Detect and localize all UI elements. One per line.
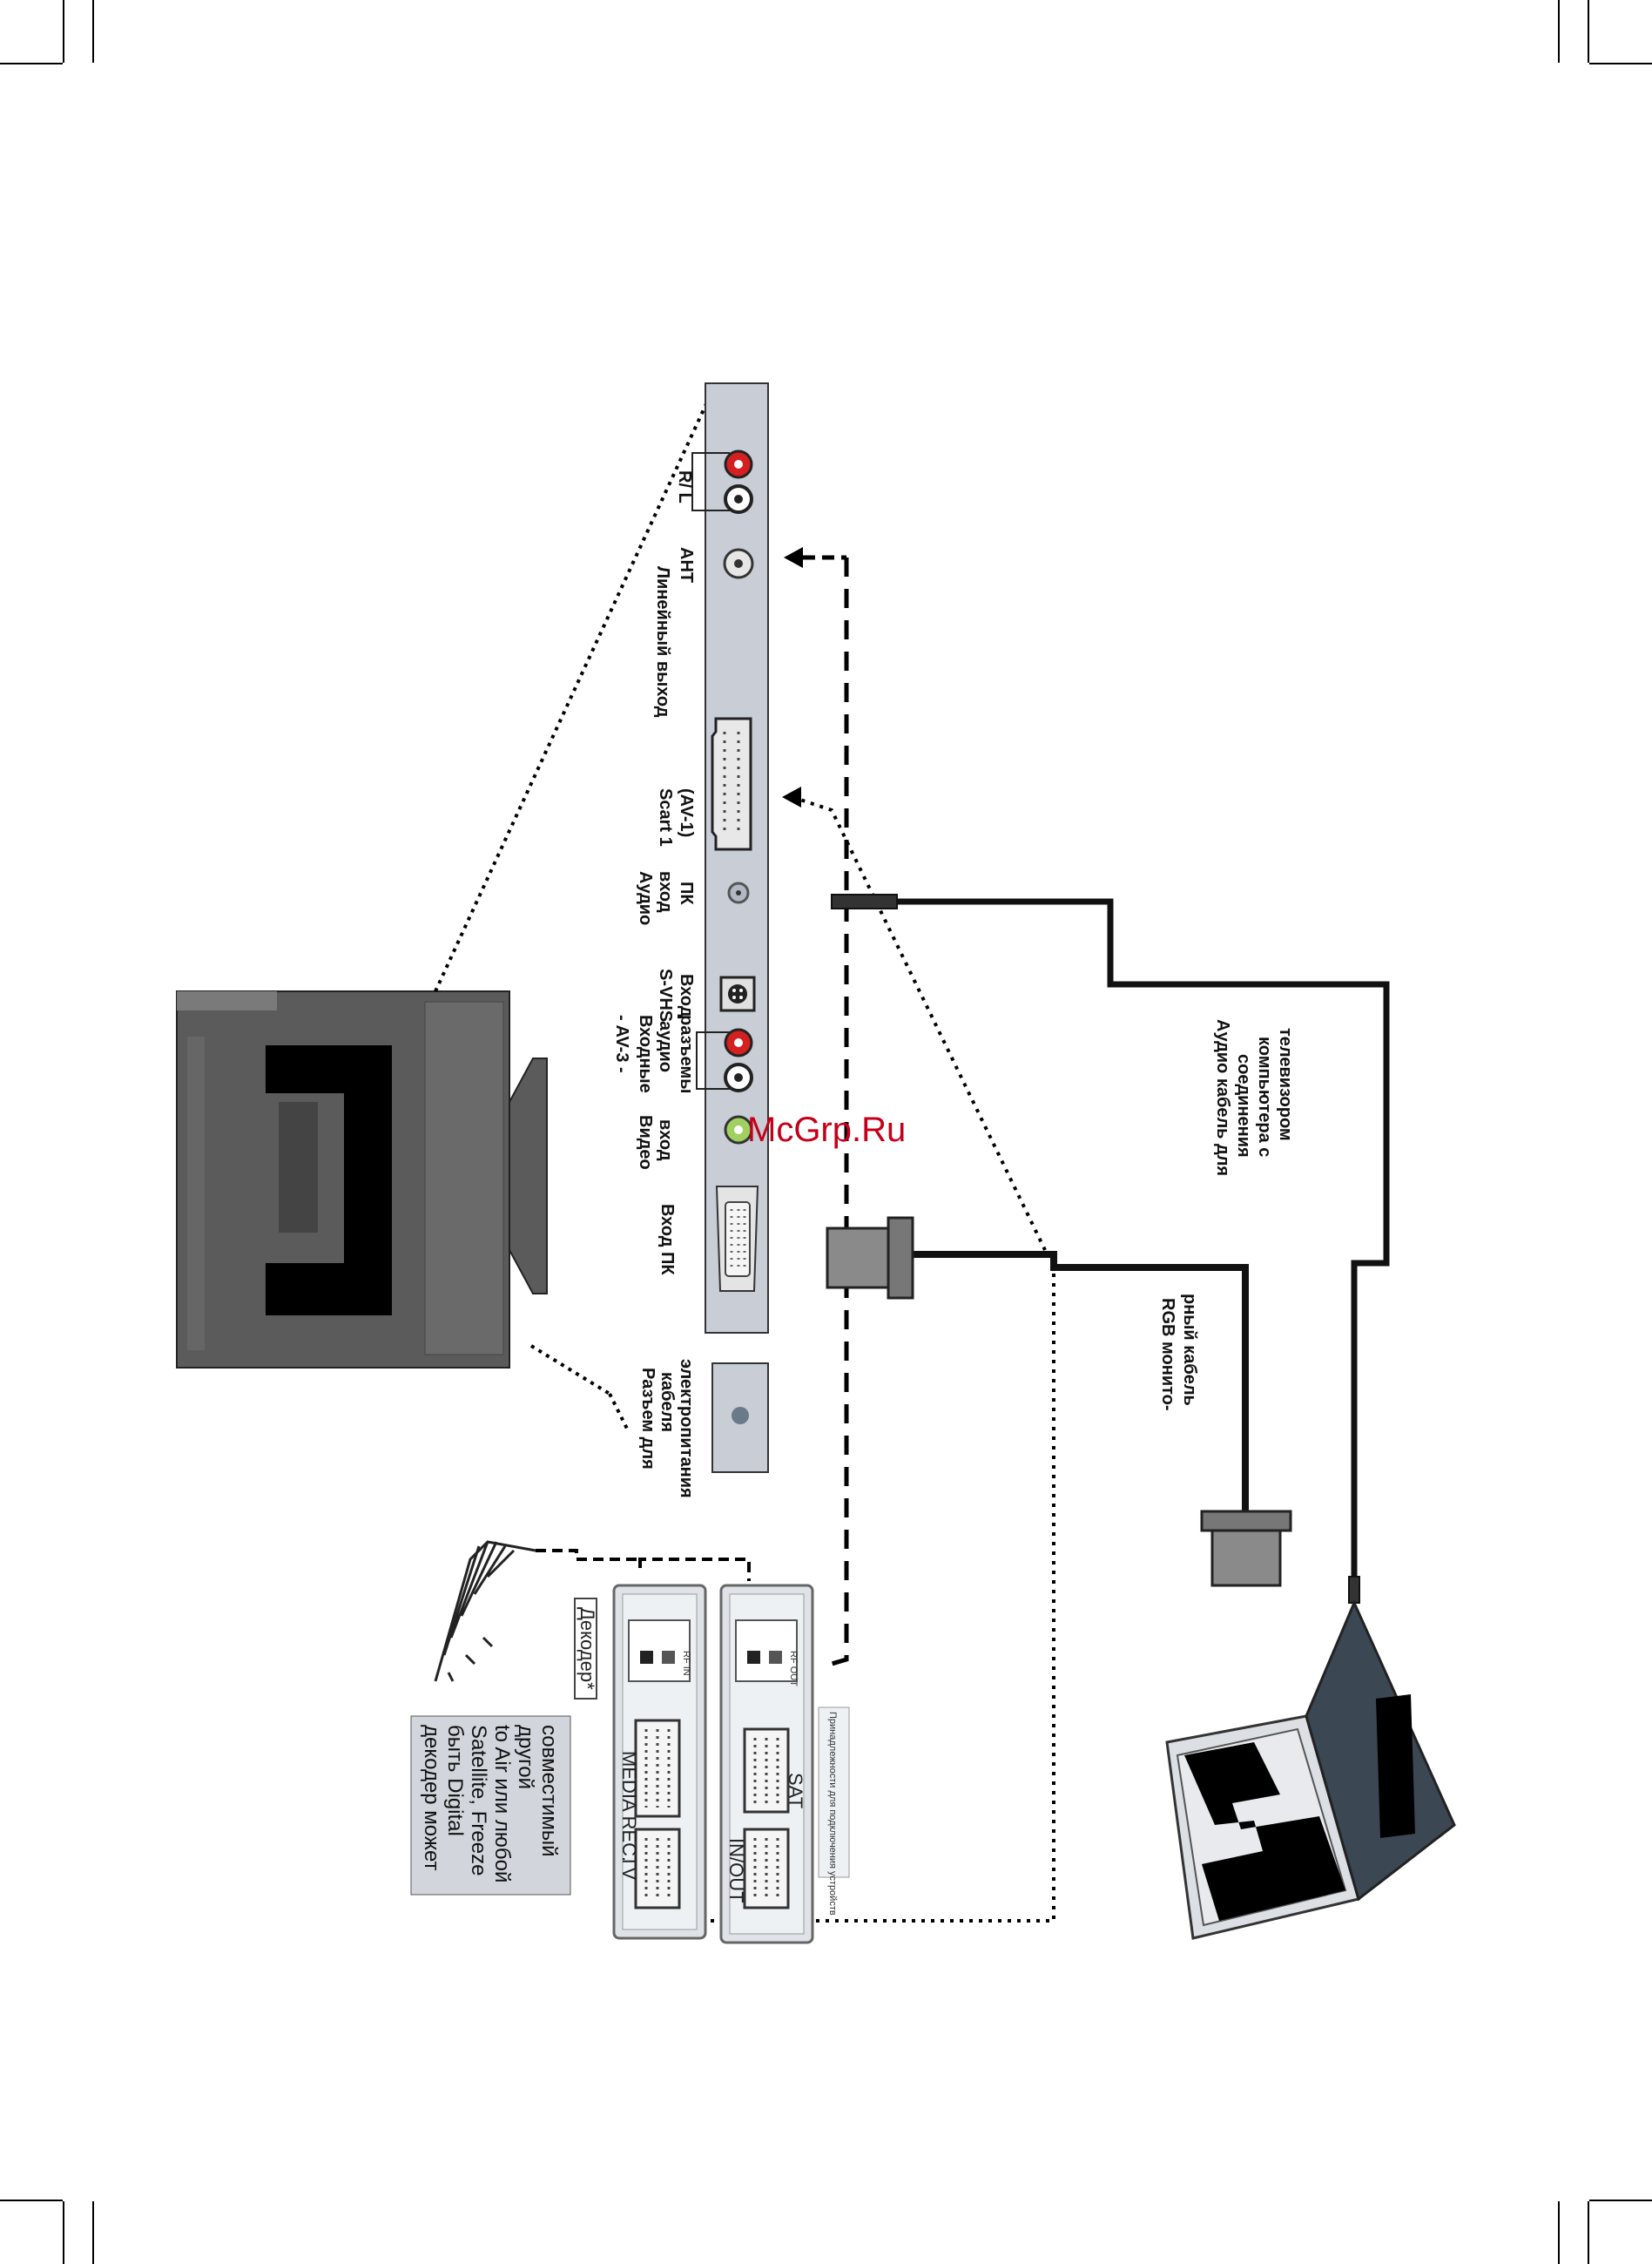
sat-receiver-device: SAT IN/OUT RF OUT [719, 1584, 814, 1944]
audio-in-connector [696, 1028, 753, 1092]
decoder-tag-label: Декодер* [577, 1607, 598, 1690]
ant-dashed-line [831, 558, 849, 1666]
watermark-text: McGrp.Ru [747, 1111, 906, 1149]
audio-cable-label-4: телевизором [1276, 1028, 1295, 1141]
line-out-connector [691, 449, 753, 514]
av3-label: - AV-3 - [612, 1015, 631, 1073]
scart1-label-1: Scart 1 [656, 788, 675, 847]
note-line-6: совместимый [537, 1725, 561, 1857]
audio-in-label-2: аудио [656, 1021, 675, 1072]
rgb-cable [826, 1216, 1292, 1587]
sat-rf-label: RF OUT [788, 1651, 799, 1686]
svhs-label-1: S-VHS [656, 969, 675, 1022]
note-line-4: to Air или любой [490, 1725, 514, 1882]
note-line-1: декодер может [420, 1725, 443, 1870]
rgb-cable-label-1: RGB монито- [1158, 1298, 1177, 1411]
panel-labels: Линейный выход R/ L АНТ Scart 1 (AV-1) А… [612, 470, 696, 1498]
antenna-connector [723, 548, 754, 579]
audio-in-label-3: разъемы [677, 1015, 696, 1093]
line-out-rl-label: R/ L [675, 470, 694, 503]
pc-audio-label-2: вход [656, 871, 675, 913]
sat-label: SAT [785, 1773, 806, 1808]
power-socket [711, 1362, 769, 1473]
ant-arrow [784, 547, 803, 568]
accessory-box: Принадлежности для подключения устройств [818, 1706, 850, 1916]
video-in-connector [724, 1115, 753, 1145]
scart1-label-2: (AV-1) [677, 788, 696, 837]
video-in-label-2: вход [656, 1119, 675, 1161]
scart1-connector [711, 717, 752, 851]
power-label-1: Разъем для [638, 1368, 657, 1470]
power-label-3: электропитания [677, 1359, 696, 1498]
laptop-icon [1165, 1599, 1456, 1940]
pc-in-connector [715, 1186, 759, 1292]
tv-back-view [176, 990, 548, 1369]
note-line-2: быть Digital [443, 1725, 467, 1836]
vcr-rf-label: RF IN [681, 1651, 691, 1676]
media-rec-label: MEDIA REC. [618, 1751, 640, 1862]
svhs-label-2: Вход [677, 974, 696, 1017]
tv-scart-label: TV [618, 1855, 640, 1880]
pc-audio-label-1: Аудио [636, 871, 655, 925]
antenna-to-vcr-dashed [536, 1549, 642, 1568]
audio-cable [831, 894, 1390, 1604]
audio-cable-label-1: Аудио кабель для [1213, 1019, 1232, 1176]
pc-audio-in-connector [727, 882, 750, 904]
decoder-tag: Декодер* [574, 1598, 598, 1700]
inout-label: IN/OUT [725, 1838, 747, 1903]
pc-audio-label-3: ПК [677, 882, 696, 905]
antenna-icon [434, 1540, 536, 1682]
scart-arrow [782, 787, 801, 808]
audio-in-label-1: Входные [636, 1015, 655, 1093]
audio-cable-label-2: соединения [1234, 1054, 1253, 1158]
decoder-to-vcr-dashed [638, 1558, 751, 1581]
rgb-cable-label-2: рный кабель [1180, 1294, 1199, 1406]
media-recorder-device: MEDIA REC. TV RF IN [612, 1584, 707, 1940]
decoder-note-box: декодер может быть Digital Satellite, Fr… [410, 1715, 571, 1896]
video-in-label-1: Видео [636, 1115, 655, 1170]
cable-labels: Аудио кабель для соединения компьютера с… [1158, 1019, 1295, 1411]
connection-panel [691, 382, 769, 1334]
audio-cable-label-3: компьютера с [1255, 1037, 1274, 1157]
power-label-2: кабеля [657, 1372, 677, 1432]
svhs-connector [719, 976, 756, 1012]
pc-in-label: Вход ПК [657, 1204, 677, 1275]
leader-lines [434, 395, 711, 1429]
line-out-label: Линейный выход [653, 566, 672, 718]
note-line-5: другой [514, 1725, 537, 1789]
note-line-3: Satellite, Freeze [467, 1725, 490, 1875]
ant-label: АНТ [677, 547, 696, 583]
accessory-label: Принадлежности для подключения устройств [827, 1712, 838, 1916]
